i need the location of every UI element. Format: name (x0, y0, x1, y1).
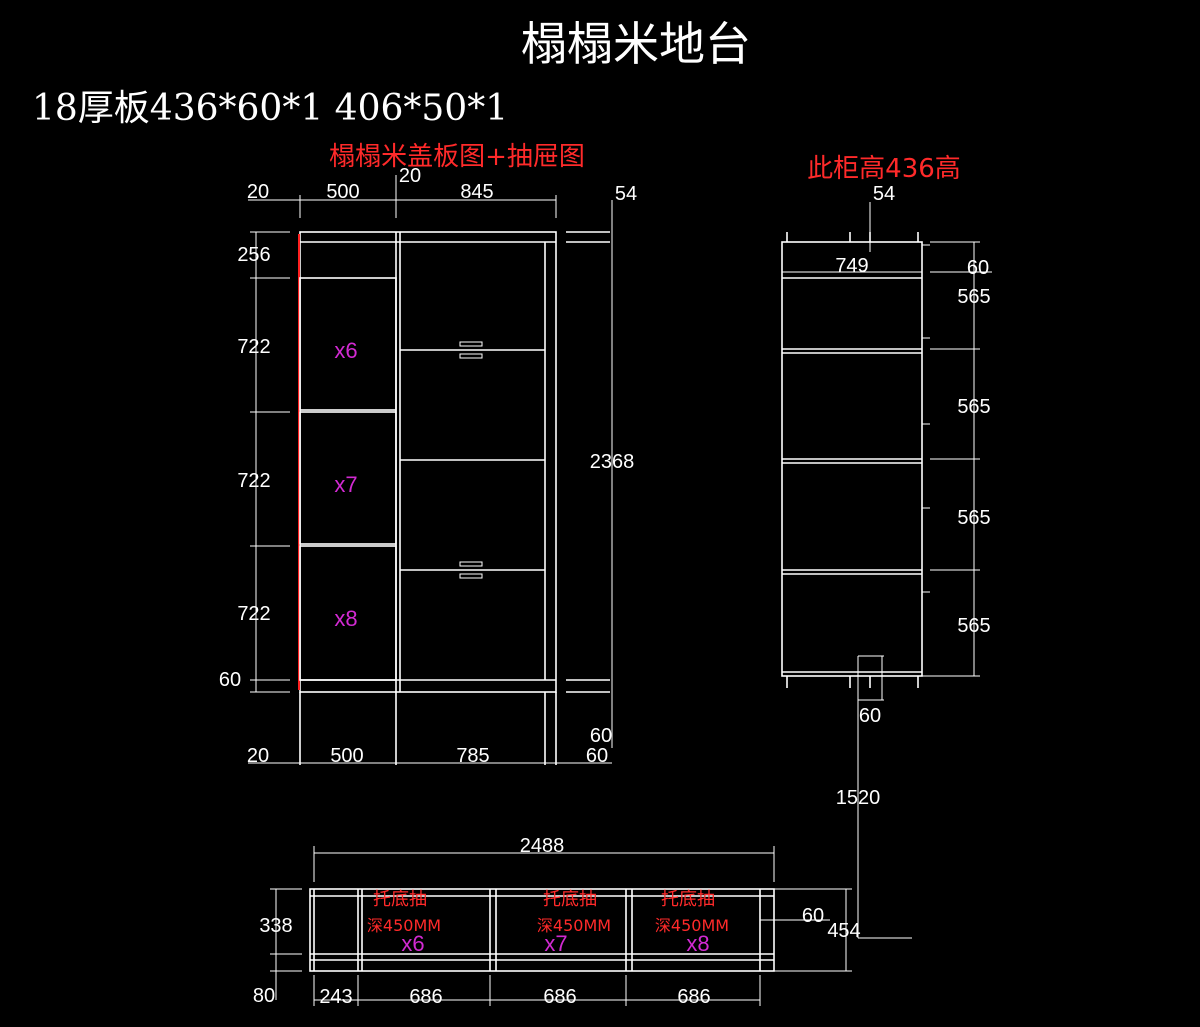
dim-label: 845 (460, 181, 493, 203)
drawer-tag: x8 (334, 606, 357, 631)
dim-label: 2488 (520, 835, 565, 857)
front-drawer-cell-3 (299, 545, 397, 681)
dim-label: 500 (330, 745, 363, 767)
spec-line: 18厚板436*60*1 406*50*1 (32, 88, 508, 129)
dim-label: 20 (247, 745, 269, 767)
dim-label: 565 (957, 396, 990, 418)
dim-label: 686 (677, 986, 710, 1008)
drawer-note: 托底抽 (661, 889, 715, 910)
drawer-tag: x7 (544, 931, 567, 956)
dim-label: 256 (237, 244, 270, 266)
dim-label: 20 (247, 181, 269, 203)
dim-label: 722 (237, 470, 270, 492)
drawer-tag: x8 (686, 931, 709, 956)
dim-label: 785 (456, 745, 489, 767)
bottom-outer-frame (309, 888, 775, 972)
drawer-note: 深450MM (367, 916, 441, 935)
dim-label: 60 (967, 257, 989, 279)
dim-label: 1520 (836, 787, 881, 809)
dim-label: 686 (409, 986, 442, 1008)
dim-label: 686 (543, 986, 576, 1008)
front-drawer-cell-2 (299, 411, 397, 545)
dim-label: 565 (957, 615, 990, 637)
drawer-tag: x6 (401, 931, 424, 956)
dim-label: 80 (253, 985, 275, 1007)
dim-label: 2368 (590, 451, 635, 473)
handle-icon (459, 561, 483, 579)
cabinet-height-label: 此柜高436高 (807, 154, 961, 184)
dim-label: 338 (259, 915, 292, 937)
dim-label: 54 (615, 183, 637, 205)
dim-label: 565 (957, 507, 990, 529)
bottom-view: 2488 338 80 60 454 243 686 686 686 托底抽 深… (253, 835, 861, 1008)
cover-plan-label: 榻榻米盖板图+抽屉图 (329, 142, 585, 172)
drawer-tag: x7 (334, 472, 357, 497)
dim-label: 749 (835, 255, 868, 277)
handle-icon (459, 341, 483, 359)
drawer-note: 深450MM (655, 916, 729, 935)
dim-label: 500 (326, 181, 359, 203)
dim-label: 60 (219, 669, 241, 691)
dim-label: 243 (319, 986, 352, 1008)
front-view: 20 500 20 845 54 256 722 722 722 60 2368… (219, 165, 637, 767)
drawer-note: 托底抽 (373, 889, 427, 910)
drawer-tag: x6 (334, 338, 357, 363)
drawer-note: 深450MM (537, 916, 611, 935)
dim-label: 60 (590, 725, 612, 747)
dim-label: 60 (859, 705, 881, 727)
side-view: 54 749 60 565 565 565 565 60 1520 (781, 183, 992, 939)
dim-label: 722 (237, 603, 270, 625)
dim-label: 54 (873, 183, 895, 205)
front-drawer-cell-1 (299, 277, 397, 411)
dim-label: 20 (399, 165, 421, 187)
drawer-note: 托底抽 (543, 889, 597, 910)
dim-label: 722 (237, 336, 270, 358)
dim-label: 454 (827, 920, 860, 942)
dim-label: 565 (957, 286, 990, 308)
drawing-title: 榻榻米地台 (521, 17, 751, 71)
dim-label: 60 (586, 745, 608, 767)
dim-label: 60 (802, 905, 824, 927)
